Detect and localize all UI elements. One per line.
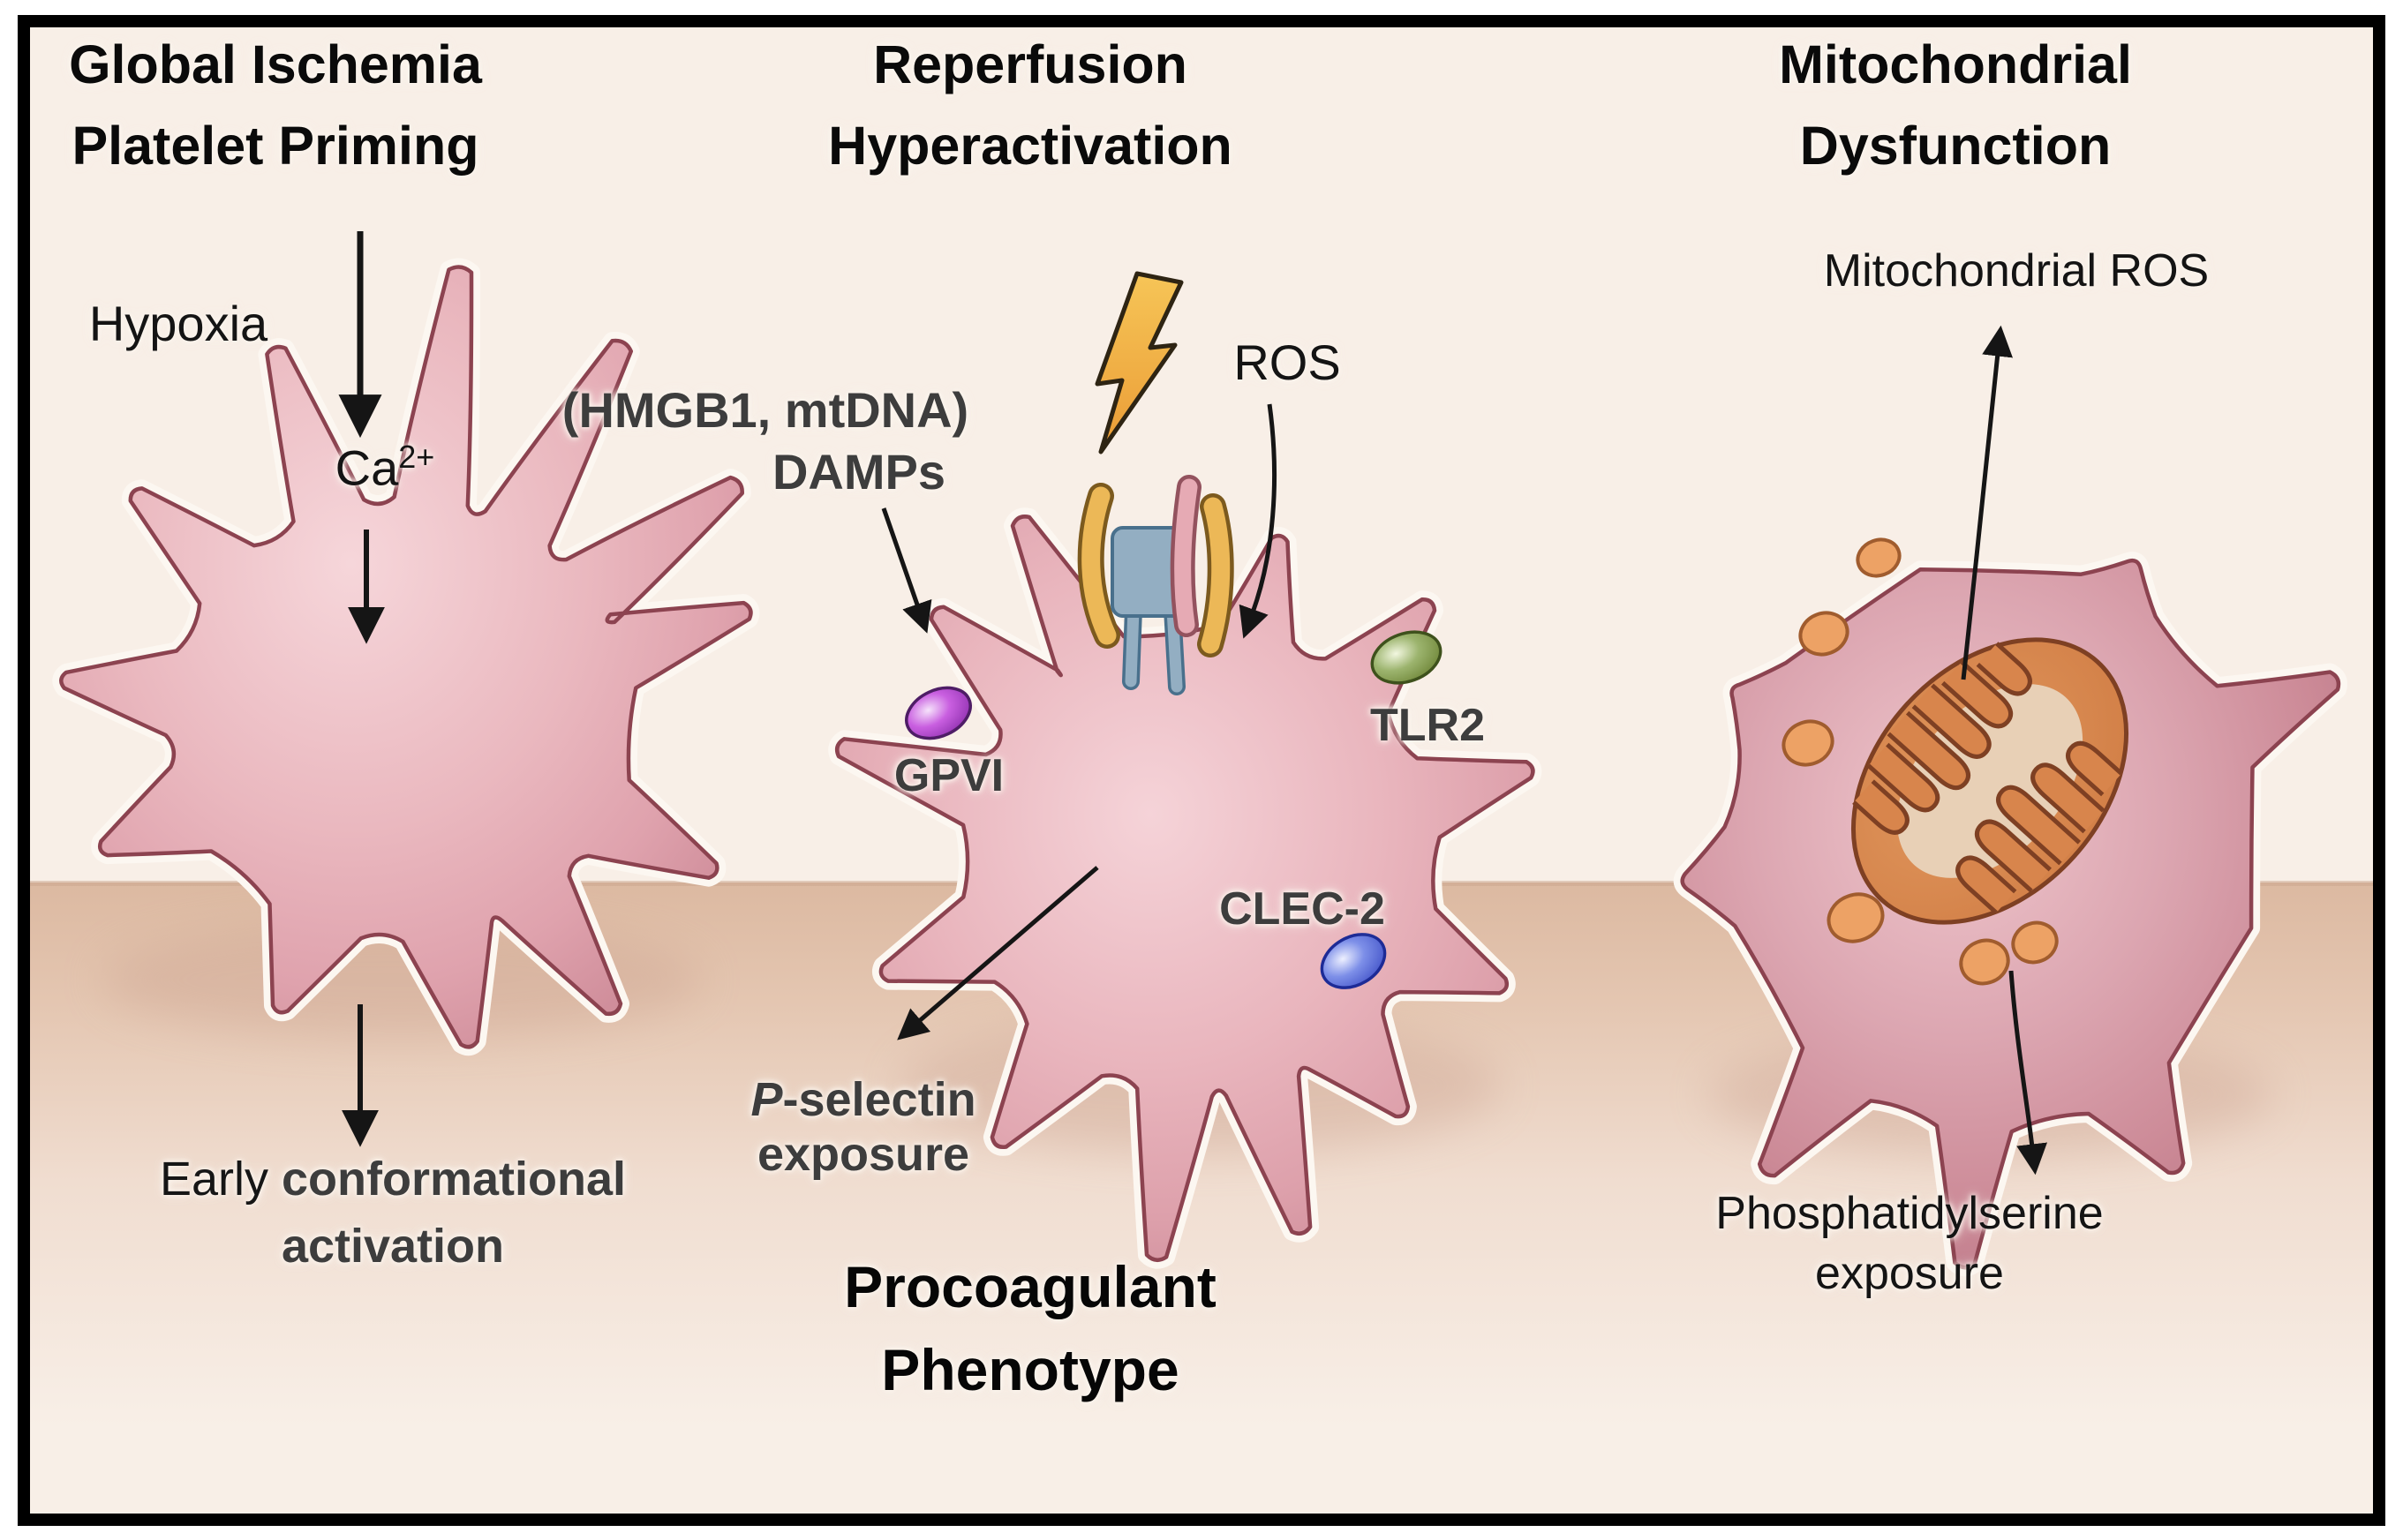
phosphatidylserine-arrow [2008,970,2047,1176]
granule-icon [1856,537,1902,578]
gpvi-receptor-icon [905,686,972,740]
panel-title-reperfusion: Reperfusion Hyperactivation [828,25,1232,186]
tlr2-label: TLR2 [1370,700,1485,751]
hypoxia-label: Hypoxia [88,296,268,351]
pselectin-label: P-selectin [750,1073,976,1126]
pselectin-label-line2: exposure [757,1128,970,1181]
crista-icon [1911,683,1992,759]
mito-ros-arrow [1961,325,2013,680]
granules-icon [1782,537,2059,986]
panel-title-mitochondrial-dysfunction: Mitochondrial Dysfunction [1779,25,2132,186]
gpvi-label: GPVI [893,750,1005,801]
crista-icon [1852,779,1910,835]
crista-icon [1996,785,2082,866]
middle-platelet-illustration [828,507,1542,1269]
ros-arrow [1239,403,1277,639]
title-line-1: Global Ischemia [69,34,482,94]
granule-icon [1959,938,2010,986]
damps-arrow [881,507,932,634]
crista-icon [2030,762,2105,834]
damps-label: DAMPs [772,444,946,500]
crista-icon [1976,642,2032,696]
title-line-1: Reperfusion [873,34,1187,94]
granule-icon [1827,892,1885,943]
crista-icon [1940,660,2014,729]
left-platelet-illustration [52,258,760,1056]
lightning-icon [1095,271,1184,454]
granule-icon [2011,920,2059,965]
title-line-2: Hyperactivation [828,115,1232,176]
phosphatidylserine-label: Phosphatidylserine [1715,1188,2104,1239]
pselectin-arrow [897,866,1099,1040]
title-line-2: Platelet Priming [72,115,479,176]
phosphatidylserine-label-line2: exposure [1815,1248,2004,1299]
calcium-label: Ca2+ [335,439,435,496]
crista-icon [1955,855,2017,915]
mitochondrial-ros-label: Mitochondrial ROS [1823,245,2210,297]
procoagulant-phenotype-label: Procoagulant Phenotype [844,1254,1217,1402]
crista-icon [1974,819,2052,893]
title-line-1: Mitochondrial [1779,34,2132,94]
crista-icon [1866,742,1940,813]
crista-icon [1887,710,1971,791]
panel-title-global-ischemia: Global Ischemia Platelet Priming [69,25,482,186]
clec2-receptor-icon [1320,933,1387,989]
title-line-2: Dysfunction [1799,115,2112,176]
right-platelet-illustration [1673,552,2347,1277]
early-activation-label: Early conformational [159,1153,627,1206]
damps-sources-label: (HMGB1, mtDNA) [561,382,969,438]
mitochondrion-icon [1850,637,2129,925]
clec2-label: CLEC-2 [1219,883,1385,935]
crista-icon [2066,740,2123,797]
granule-icon [1782,719,1834,767]
receptor-complex-icon [1077,475,1234,695]
granule-icon [1798,611,1849,657]
early-activation-label-line2: activation [281,1220,505,1273]
tlr2-receptor-icon [1370,630,1443,685]
ros-label: ROS [1233,334,1341,390]
